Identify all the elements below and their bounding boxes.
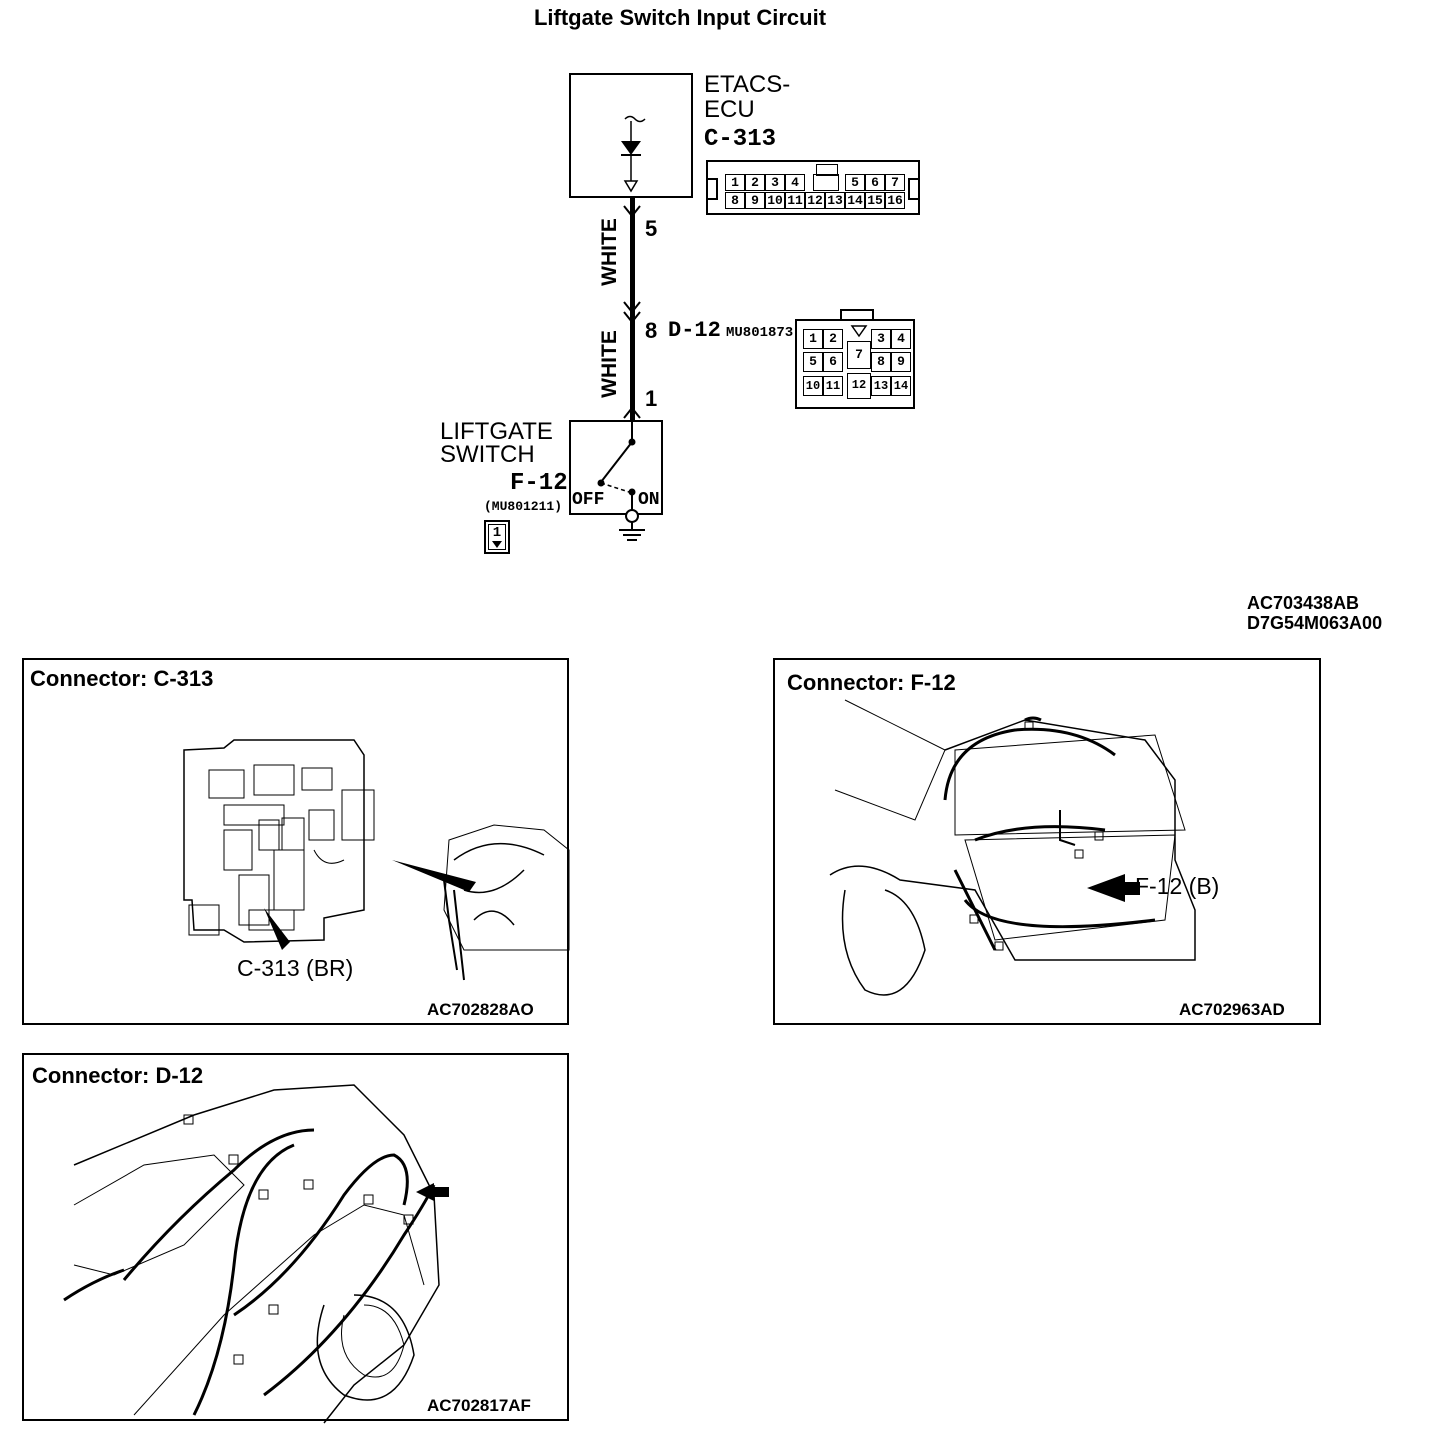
ecu-connector-id: C-313	[704, 126, 777, 153]
d12-pin: 11	[823, 376, 843, 396]
liftgate-illustration	[829, 699, 1196, 996]
d12-pin: 12	[847, 373, 871, 399]
d12-pin: 9	[891, 352, 911, 372]
connector-latch-right	[908, 178, 920, 200]
diagram-code-2: D7G54M063A00	[1247, 613, 1383, 633]
panel-f12: Connector: F-12 F-12 (B) AC702963AD	[773, 658, 1321, 1025]
c313-pin: 8	[725, 192, 745, 209]
ecu-pin-number: 5	[645, 216, 658, 241]
connector-key	[816, 164, 838, 176]
diagram-code-1: AC703438AB	[1247, 593, 1360, 613]
f12-callout: F-12 (B)	[1135, 873, 1220, 899]
rear-quarter-illustration	[63, 1084, 449, 1424]
panel-f12-title: Connector: F-12	[787, 670, 956, 695]
c313-pin: 6	[865, 174, 885, 191]
c313-pin: 16	[885, 192, 905, 209]
switch-part-number: (MU801211)	[484, 499, 563, 514]
d12-pin: 14	[891, 376, 911, 396]
etacs-ecu-illustration	[183, 739, 570, 981]
c313-pin: 5	[845, 174, 865, 191]
c313-pin: 10	[765, 192, 785, 209]
d12-pin: 5	[803, 352, 823, 372]
ecu-name-line1: ETACS-	[704, 71, 791, 98]
d12-pin: 3	[871, 329, 891, 349]
c313-connector-face: 1 2 3 4 5 6 7 8 9 10 11 12 13 14 15 16	[706, 160, 920, 215]
diagram-title: Liftgate Switch Input Circuit	[533, 5, 827, 30]
d12-pin: 7	[847, 341, 871, 369]
panel-c313-code: AC702828AO	[427, 1000, 534, 1019]
c313-callout: C-313 (BR)	[237, 955, 354, 981]
ground-ref-number: 1	[488, 524, 506, 550]
d12-pin: 4	[891, 329, 911, 349]
ecu-internal-symbol	[621, 115, 646, 193]
panel-d12-code: AC702817AF	[427, 1396, 531, 1415]
connector-chevrons	[623, 205, 641, 419]
panel-d12: Connector: D-12 AC702817AF	[22, 1053, 569, 1424]
c313-pin: 14	[845, 192, 865, 209]
c313-pin: 7	[885, 174, 905, 191]
junction-pin-in: 8	[645, 318, 658, 343]
d12-pin: 6	[823, 352, 843, 372]
panel-f12-code: AC702963AD	[1179, 1000, 1285, 1019]
d12-connector-face: 1 2 3 4 5 6 7 8 9 10 11 12 13 14	[795, 319, 915, 409]
d12-pin: 8	[871, 352, 891, 372]
switch-symbol	[597, 420, 645, 541]
switch-connector-id: F-12	[510, 470, 568, 497]
upper-wire-color: WHITE	[598, 218, 621, 286]
d12-pin: 13	[871, 376, 891, 396]
d12-pin: 10	[803, 376, 823, 396]
c313-pin: 2	[745, 174, 765, 191]
junction-pin-out: 1	[645, 386, 658, 411]
d12-key	[840, 309, 874, 321]
d12-pin: 1	[803, 329, 823, 349]
c313-pin: 4	[785, 174, 805, 191]
switch-on-label: ON	[638, 490, 660, 510]
lower-wire-color: WHITE	[598, 330, 621, 398]
c313-pin-blank	[813, 174, 839, 191]
ground-ref-badge: 1	[484, 520, 510, 554]
liftgate-switch-box	[569, 420, 663, 515]
c313-pin: 12	[805, 192, 825, 209]
d12-triangle-icon	[850, 325, 868, 338]
junction-connector-id: D-12	[668, 318, 721, 343]
c313-pin: 1	[725, 174, 745, 191]
c313-pin: 13	[825, 192, 845, 209]
c313-pin: 9	[745, 192, 765, 209]
c313-pin: 11	[785, 192, 805, 209]
ground-ref-arrow-icon	[492, 541, 502, 548]
junction-part-number: MU801873	[726, 325, 794, 341]
switch-off-label: OFF	[572, 490, 605, 510]
switch-name-line1: LIFTGATE	[440, 418, 553, 445]
c313-pin: 3	[765, 174, 785, 191]
c313-pin: 15	[865, 192, 885, 209]
circuit-wire	[630, 198, 635, 420]
ecu-name-line2: ECU	[704, 96, 755, 123]
panel-c313-title: Connector: C-313	[30, 666, 214, 691]
connector-latch-left	[706, 178, 718, 200]
panel-d12-title: Connector: D-12	[32, 1063, 204, 1088]
d12-pin: 2	[823, 329, 843, 349]
panel-c313: Connector: C-313 C-313 (BR) AC702828AO	[22, 658, 570, 1025]
switch-name-line2: SWITCH	[440, 441, 535, 468]
etacs-ecu-box	[569, 73, 693, 198]
